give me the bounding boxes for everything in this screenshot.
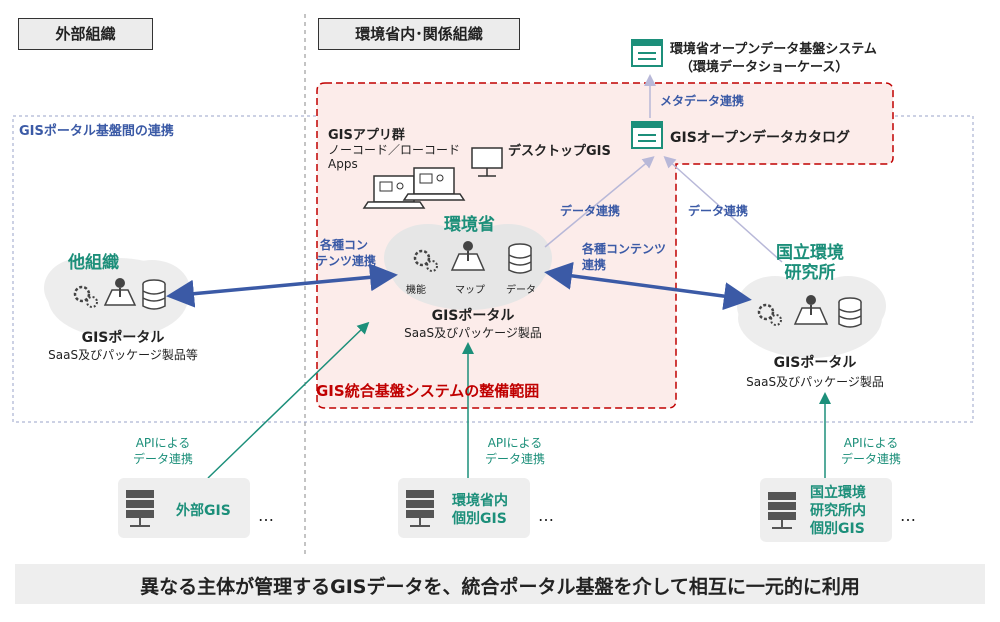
server-icon — [768, 492, 796, 529]
right-link-label-line1: 各種コンテンツ — [582, 242, 667, 256]
top-system-line2: （環境データショーケース） — [680, 60, 849, 75]
moe-icon-label-data: データ — [506, 285, 536, 296]
server-label-moe-line1: 環境省内 — [452, 493, 508, 509]
moe-portal: GISポータル — [431, 308, 515, 324]
footer-bar — [15, 564, 985, 604]
moe-icon-label-function: 機能 — [406, 285, 426, 296]
database-icon — [508, 243, 532, 274]
top-system-line1: 環境省オープンデータ基盤システム — [670, 42, 877, 57]
arrow-moe-nies — [544, 261, 752, 311]
nies-name-line1: 国立環境 — [776, 243, 844, 263]
desktop-monitor-icon — [471, 147, 503, 177]
portal-coop-label: GISポータル基盤間の連携 — [19, 124, 174, 139]
arrow-nies-catalog — [663, 155, 783, 263]
footer-text: 異なる主体が管理するGISデータを、統合ポータル基盤を介して相互に一元的に利用 — [140, 576, 860, 598]
right-link-label-line2: 連携 — [582, 258, 607, 272]
apps-sub2: Apps — [328, 157, 358, 171]
other-org-product: SaaS及びパッケージ製品等 — [48, 348, 198, 362]
browser-window-icon — [631, 121, 663, 149]
moe-icon-label-map: マップ — [455, 285, 485, 296]
gear-icon — [73, 285, 98, 308]
server-label-nies-line1: 国立環境 — [810, 485, 866, 501]
api-label-nies-line2: データ連携 — [840, 452, 901, 466]
scope-label: GIS統合基盤システムの整備範囲 — [316, 382, 540, 400]
header-internal: 環境省内･関係組織 — [318, 18, 520, 50]
ellipsis-external: … — [258, 506, 274, 525]
api-label-moe-line2: データ連携 — [484, 452, 545, 466]
left-link-label-line2: テンツ連携 — [316, 254, 377, 268]
gear-icon — [413, 249, 438, 272]
map-pin-icon — [793, 295, 829, 325]
desktop-gis-label: デスクトップGIS — [508, 144, 611, 159]
data-link-label-nies: データ連携 — [688, 204, 749, 218]
server-label-moe-line2: 個別GIS — [452, 511, 507, 527]
arrow-api-external — [207, 321, 370, 479]
map-pin-icon — [103, 278, 137, 306]
nies-name-line2: 研究所 — [784, 263, 836, 283]
api-label-external-line2: データ連携 — [132, 452, 193, 466]
arrow-moe-catalog — [544, 156, 655, 248]
apps-sub1: ノーコード／ローコード — [328, 143, 461, 157]
nies-portal: GISポータル — [773, 355, 857, 371]
api-label-moe-line1: APIによる — [487, 436, 543, 450]
api-label-external-line1: APIによる — [135, 436, 191, 450]
ellipsis-moe: … — [538, 506, 554, 525]
server-icon — [406, 490, 434, 527]
database-icon — [142, 279, 166, 310]
data-link-label-moe: データ連携 — [560, 204, 621, 218]
laptop-icon — [402, 167, 466, 201]
server-label-nies-line3: 個別GIS — [810, 521, 865, 537]
other-org-name: 他組織 — [68, 253, 119, 273]
catalog-label: GISオープンデータカタログ — [670, 130, 850, 146]
left-link-label-line1: 各種コン — [320, 238, 369, 252]
nies-product: SaaS及びパッケージ製品 — [746, 375, 884, 389]
browser-window-icon — [631, 39, 663, 67]
scope-area — [316, 82, 894, 409]
moe-name: 環境省 — [444, 215, 495, 235]
apps-title: GISアプリ群 — [328, 128, 405, 143]
ellipsis-nies: … — [900, 506, 916, 525]
server-icon — [126, 490, 154, 527]
moe-product: SaaS及びパッケージ製品 — [404, 326, 542, 340]
server-label-nies-line2: 研究所内 — [810, 503, 866, 519]
gear-icon — [757, 303, 782, 326]
meta-link-label: メタデータ連携 — [660, 94, 745, 108]
server-label-external: 外部GIS — [176, 503, 231, 519]
map-pin-icon — [450, 241, 486, 271]
other-org-portal: GISポータル — [81, 330, 165, 346]
arrow-other-moe — [166, 263, 398, 308]
header-external: 外部組織 — [18, 18, 153, 50]
api-label-nies-line1: APIによる — [843, 436, 899, 450]
database-icon — [838, 297, 862, 328]
